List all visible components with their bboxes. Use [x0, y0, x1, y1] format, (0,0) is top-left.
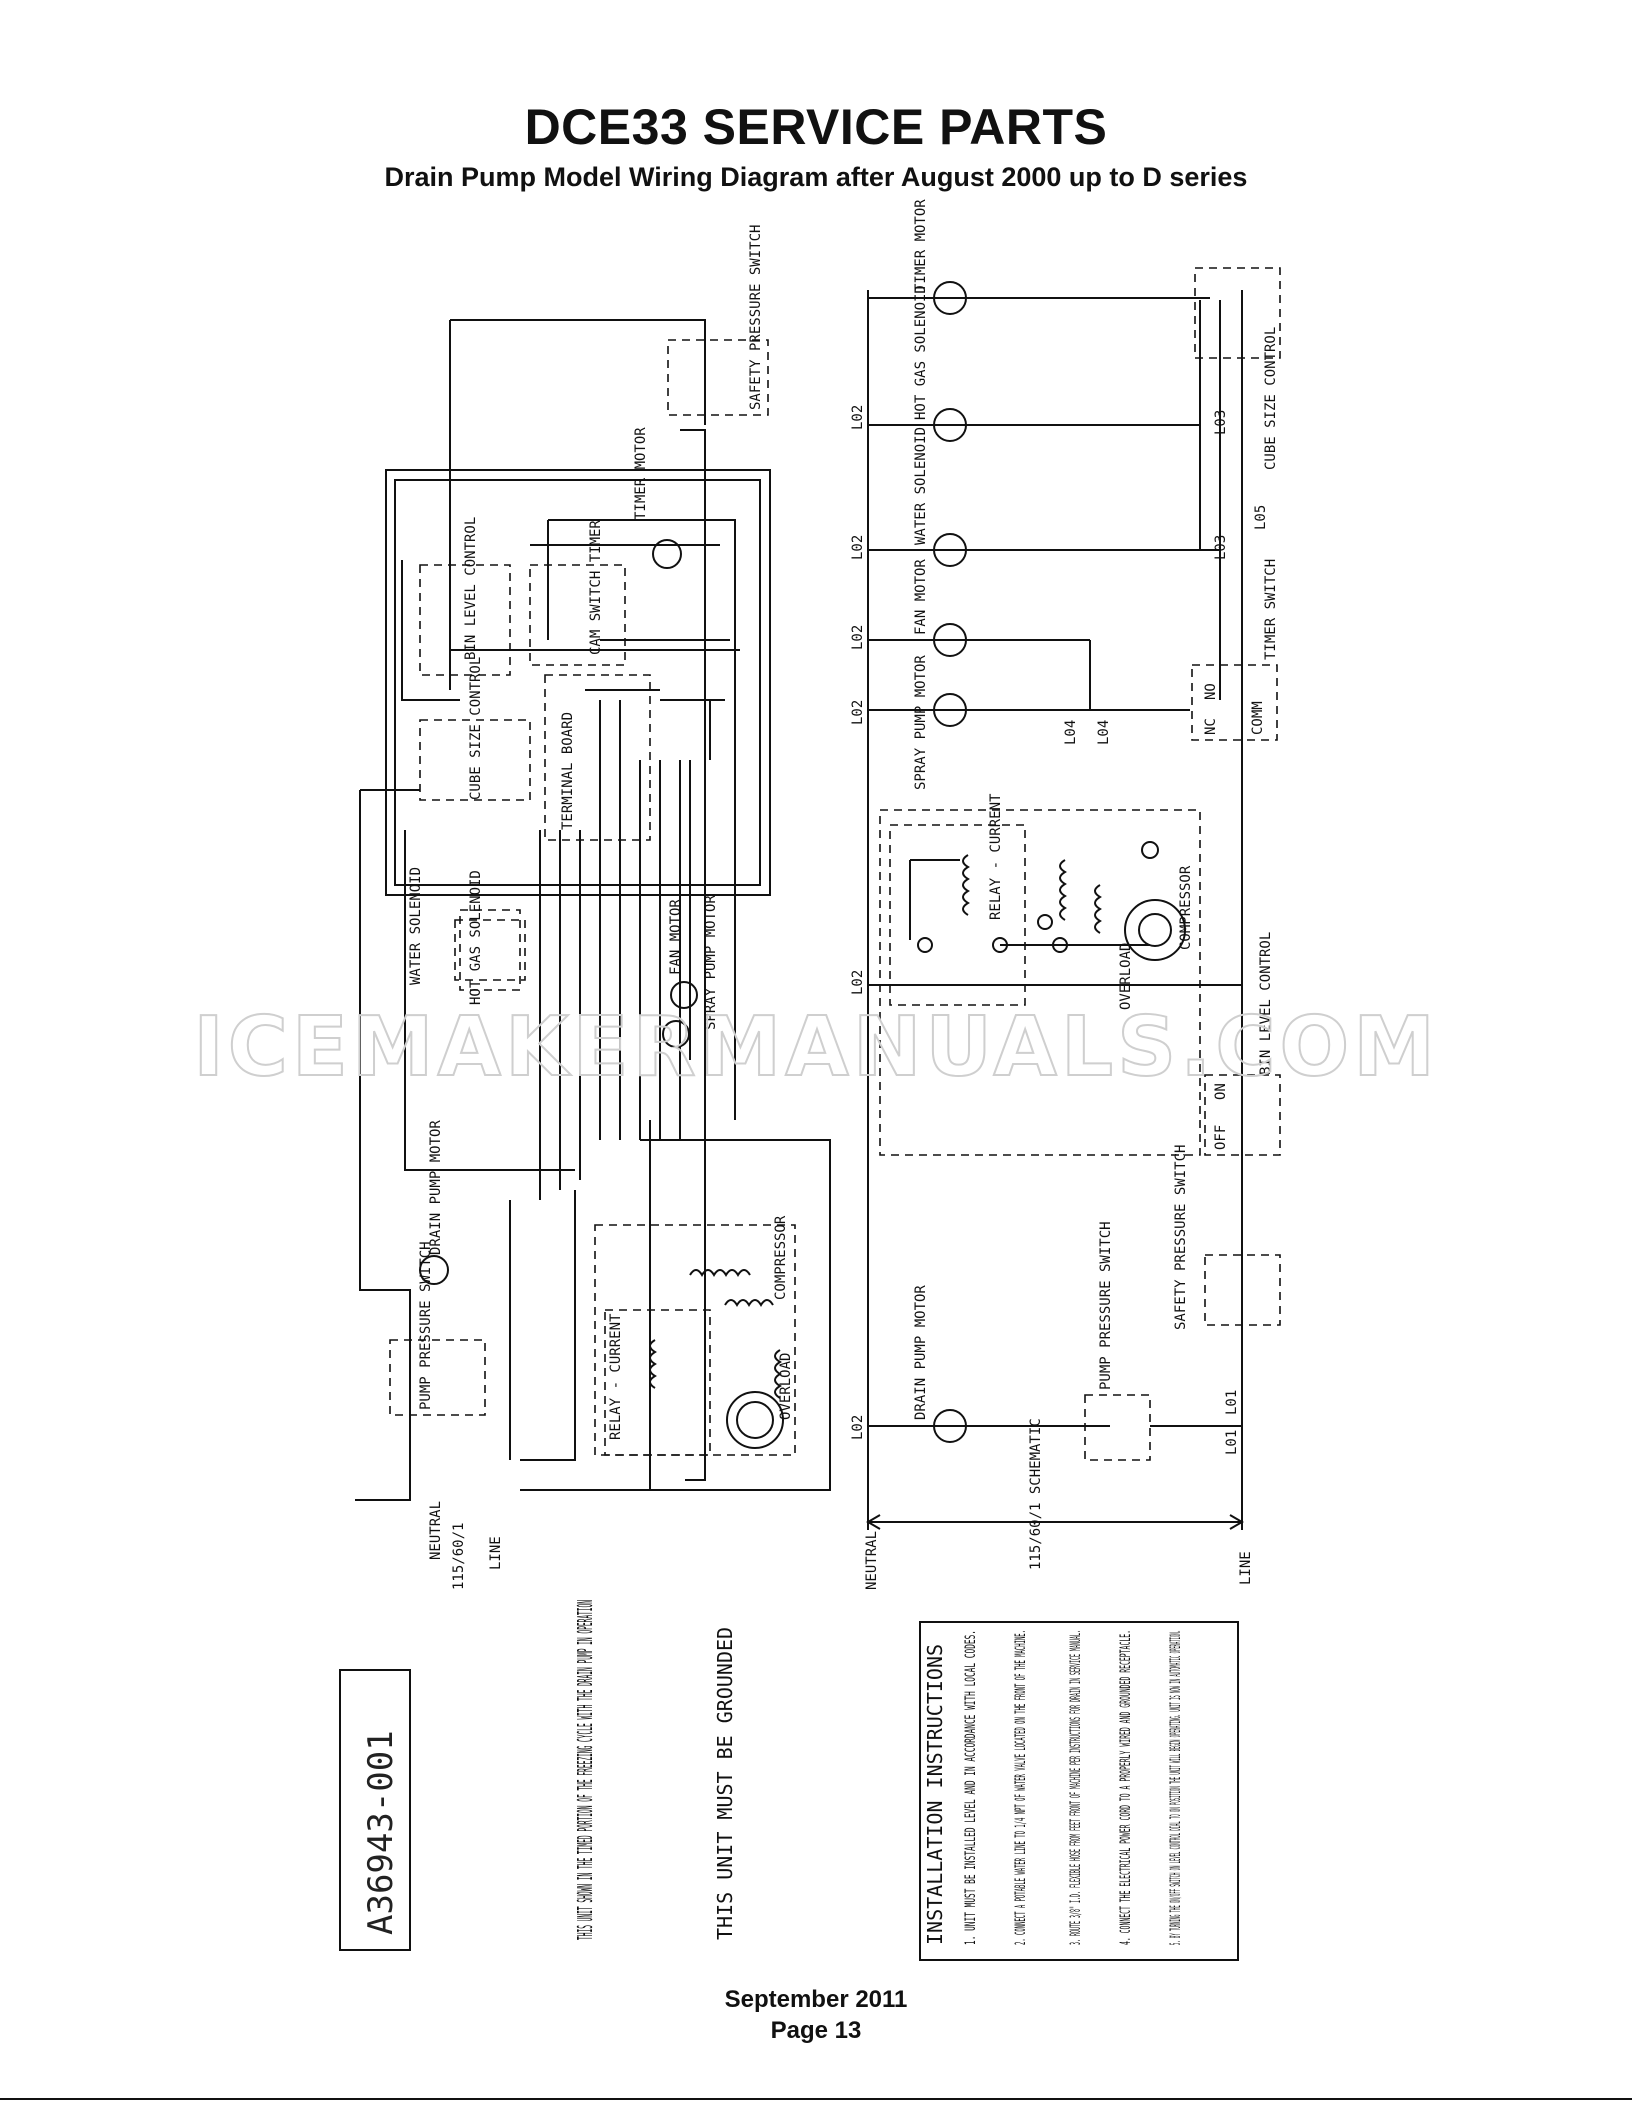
sch-wire-l03a: L03	[1213, 410, 1229, 435]
sch-water-label: WATER SOLENOID	[913, 427, 929, 545]
pictorial-diagram: TIMER MOTOR SAFETY PRESSURE SWITCH BIN L…	[355, 225, 831, 1590]
drain-pump-symbol	[419, 1255, 449, 1285]
pic-compressor-label: COMPRESSOR	[773, 1215, 789, 1300]
pic-bin-level-label: BIN LEVEL CONTROL	[463, 517, 479, 660]
sch-wire-l01a: L01	[1224, 1390, 1240, 1415]
sch-l02-drain: L02	[850, 1415, 866, 1440]
sch-l02-fan: L02	[850, 625, 866, 650]
installation-box: INSTALLATION INSTRUCTIONS 1. UNIT MUST B…	[919, 1621, 1239, 1961]
pic-water-solenoid-label: WATER SOLENOID	[408, 867, 424, 985]
page-title: DCE33 SERVICE PARTS	[524, 99, 1108, 155]
drawing-number: A36943-001	[361, 1730, 401, 1935]
sch-fan-label: FAN MOTOR	[913, 559, 929, 635]
sch-drain-label: DRAIN PUMP MOTOR	[913, 1285, 929, 1420]
drawing-number-box: A36943-001	[339, 1669, 411, 1951]
installation-item-3: 3. ROUTE 3/8" I.D. FLEXIBLE HOSE FROM FE…	[1068, 1630, 1084, 1945]
sch-supply-label: 115/60/1 SCHEMATIC	[1028, 1418, 1044, 1570]
compressor-symbol	[726, 1391, 784, 1449]
pic-spray-pump-label: SPRAY PUMP MOTOR	[703, 895, 719, 1030]
sch-wire-l04b: L04	[1096, 720, 1112, 745]
installation-heading: INSTALLATION INSTRUCTIONS	[923, 1644, 947, 1945]
pic-cube-size-label: CUBE SIZE CONTROL	[468, 657, 484, 800]
sch-contact-no: NO	[1203, 683, 1219, 700]
sch-bin-level-label: BIN LEVEL CONTROL	[1258, 932, 1274, 1075]
pic-cam-switch-label: CAM SWITCH TIMER	[588, 520, 604, 655]
sch-wire-l05: L05	[1253, 505, 1269, 530]
pic-pump-pressure-label: PUMP PRESSURE SWITCH	[418, 1241, 434, 1410]
sch-safety-label: SAFETY PRESSURE SWITCH	[1173, 1145, 1189, 1330]
pic-relay-label: RELAY - CURRENT	[608, 1313, 624, 1440]
installation-item-5: 5. BY TURNING THE ON/OFF SWITCH ON LEVEL…	[1168, 1630, 1184, 1945]
timer-motor-symbol	[652, 539, 682, 569]
sch-l02-water: L02	[850, 535, 866, 560]
sch-cube-size-label: CUBE SIZE CONTROL	[1263, 327, 1279, 470]
pic-supply-label: 115/60/1	[451, 1523, 467, 1590]
sch-wire-l01b: L01	[1224, 1430, 1240, 1455]
sch-contact-comm: COMM	[1250, 701, 1266, 735]
bottom-rule	[0, 2098, 1632, 2100]
sch-compressor-label: COMPRESSOR	[1178, 865, 1194, 950]
sch-l02-compressor: L02	[850, 970, 866, 995]
sch-neutral-label: NEUTRAL	[864, 1531, 880, 1590]
sch-overload-label: OVERLOAD	[1118, 943, 1134, 1010]
sch-pump-pressure-label: PUMP PRESSURE SWITCH	[1098, 1221, 1114, 1390]
pic-timer-motor-label: TIMER MOTOR	[633, 427, 649, 520]
installation-item-4: 4. CONNECT THE ELECTRICAL POWER CORD TO …	[1118, 1630, 1134, 1945]
pic-drain-pump-label: DRAIN PUMP MOTOR	[428, 1120, 444, 1255]
pic-overload-label: OVERLOAD	[778, 1353, 794, 1420]
fan-motor-symbol	[670, 981, 698, 1009]
watermark: ICEMAKERMANUALS.COM	[193, 1000, 1439, 1095]
pic-fan-motor-label: FAN MOTOR	[668, 899, 684, 975]
sch-contact-nc: NC	[1203, 718, 1219, 735]
note-grounded: THIS UNIT MUST BE GROUNDED	[713, 1627, 737, 1940]
pic-hot-gas-label: HOT GAS SOLENOID	[468, 870, 484, 1005]
sch-l02-hotgas: L02	[850, 405, 866, 430]
pic-neutral-label: NEUTRAL	[428, 1501, 444, 1560]
sch-timer-motor-label: TIMER MOTOR	[913, 199, 929, 292]
installation-item-1: 1. UNIT MUST BE INSTALLED LEVEL AND IN A…	[963, 1630, 979, 1945]
ladder-schematic: L02 L02 L02 L02 L02 L02 TIMER MOTOR HOT …	[850, 199, 1281, 1590]
note-timed-portion: THIS UNIT SHOWN IN THE TIMED PORTION OF …	[573, 1600, 597, 1940]
sch-spray-label: SPRAY PUMP MOTOR	[913, 655, 929, 790]
sch-contact-on: ON	[1213, 1083, 1229, 1100]
sch-relay-label: RELAY - CURRENT	[988, 793, 1004, 920]
pic-safety-switch-label: SAFETY PRESSURE SWITCH	[748, 225, 764, 410]
sch-hot-gas-label: HOT GAS SOLENOID	[913, 285, 929, 420]
sch-line-label: LINE	[1238, 1551, 1254, 1585]
sch-timer-switch-label: TIMER SWITCH	[1263, 559, 1279, 660]
footer-date: September 2011	[724, 1986, 908, 2013]
spray-pump-symbol	[662, 1020, 690, 1048]
footer-page-number: Page 13	[770, 2017, 862, 2044]
installation-item-2: 2. CONNECT A POTABLE WATER LINE TO 1/4 N…	[1013, 1630, 1029, 1945]
sch-wire-l04a: L04	[1063, 720, 1079, 745]
pic-terminal-board-label: TERMINAL BOARD	[560, 712, 576, 830]
page-subtitle: Drain Pump Model Wiring Diagram after Au…	[384, 162, 1248, 192]
pic-line-label: LINE	[488, 1536, 504, 1570]
sch-l02-spray: L02	[850, 700, 866, 725]
sch-wire-l03b: L03	[1213, 535, 1229, 560]
sch-contact-off: OFF	[1213, 1125, 1229, 1150]
page-footer: September 2011 Page 13	[0, 1984, 1632, 2046]
